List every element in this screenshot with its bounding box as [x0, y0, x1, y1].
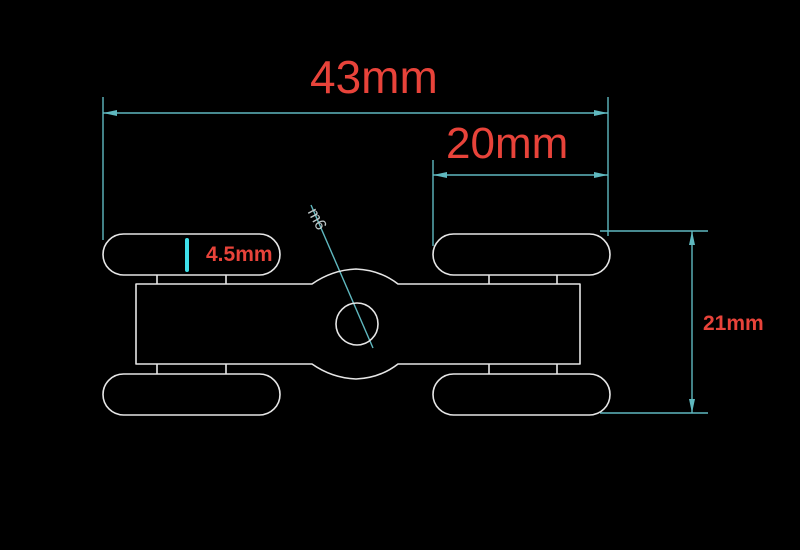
- wheel-bottom-right: [432, 373, 611, 416]
- height-arrow-top: [689, 231, 695, 245]
- spacing-arrow-right: [594, 172, 608, 178]
- overall-height-label: 21mm: [703, 312, 764, 335]
- height-dimension: [600, 230, 708, 414]
- bracket-body: [135, 268, 581, 380]
- spacing-dimension: [432, 160, 608, 246]
- spacing-arrow-left: [433, 172, 447, 178]
- wheel-top-right: [432, 233, 611, 276]
- bolt-leader-line: [310, 204, 374, 349]
- width-arrow-right: [594, 110, 608, 116]
- overall-width-label: 43mm: [310, 51, 438, 103]
- axle-stubs: [156, 275, 558, 374]
- width-arrow-left: [103, 110, 117, 116]
- wheel-top-left: [102, 233, 281, 276]
- bolt-hole: [335, 302, 379, 346]
- height-arrow-bottom: [689, 399, 695, 413]
- wheel-spacing-label: 20mm: [446, 119, 569, 168]
- wheel-bottom-left: [102, 373, 281, 416]
- width-dimension: [102, 97, 609, 240]
- wheel-thickness-label: 4.5mm: [206, 243, 273, 266]
